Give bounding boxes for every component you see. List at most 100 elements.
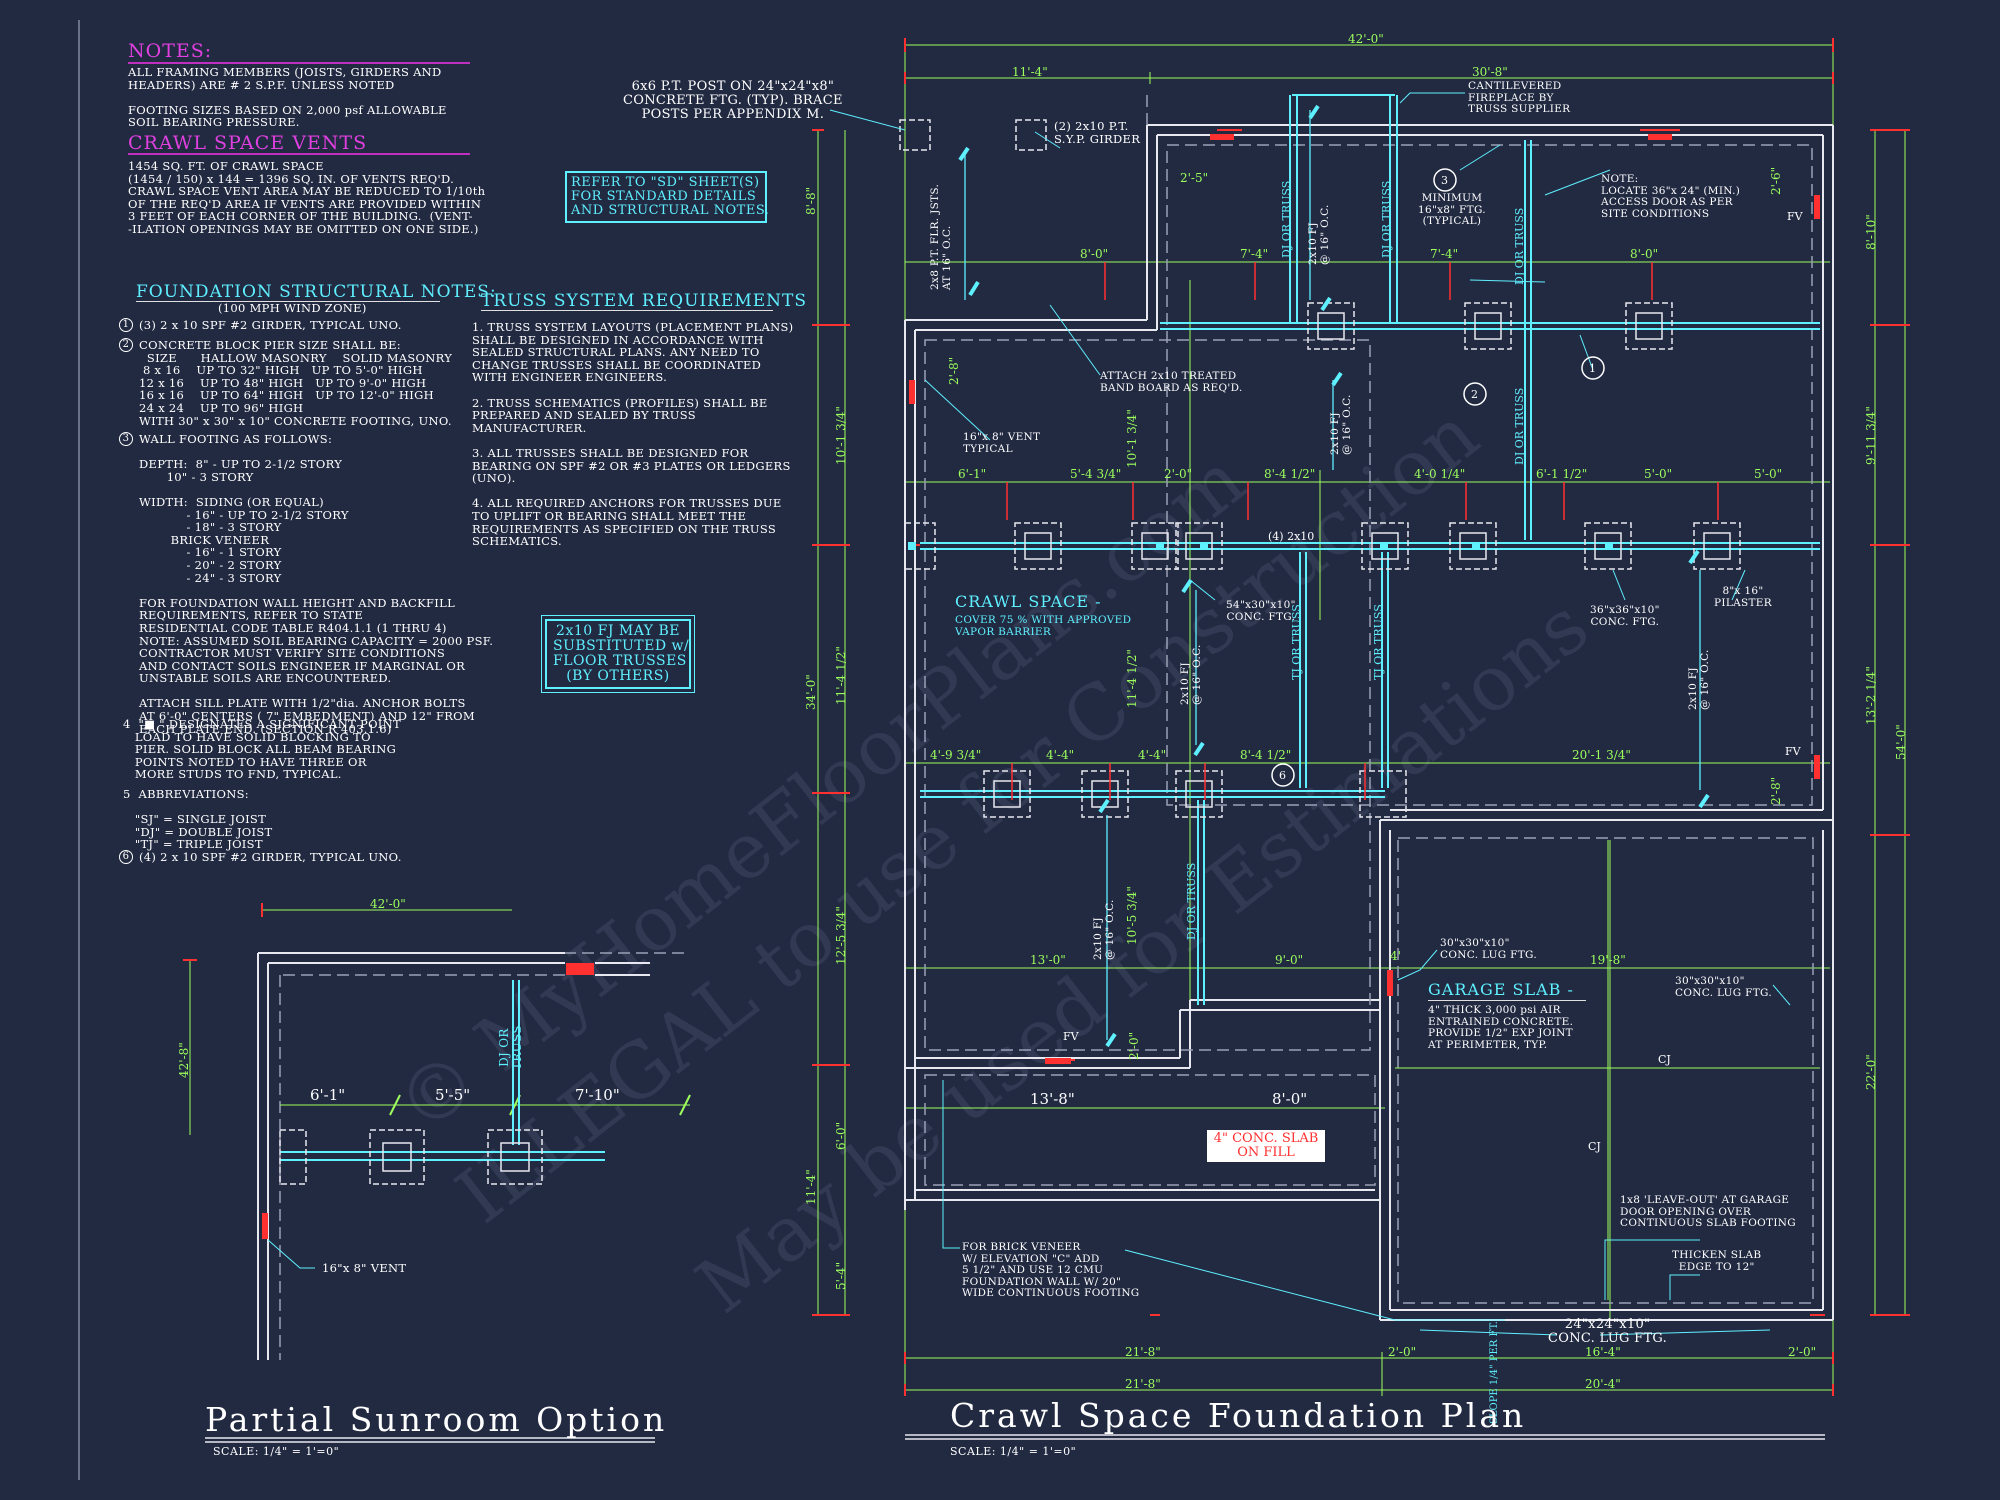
fj16-label-4: 2x10 FJ @ 16" O.C. [1687, 649, 1711, 710]
leave-out-note: 1x8 'LEAVE-OUT' AT GARAGE DOOR OPENING O… [1620, 1194, 1796, 1229]
dj-truss-label-1: DJ OR TRUSS [1280, 181, 1293, 258]
sheet-border [78, 20, 80, 1480]
dim-top-left: 11'-4" [1012, 65, 1048, 79]
garage-slab-underline [1428, 1000, 1586, 1001]
row-markers [1006, 262, 1719, 800]
dj-truss-label-4: DJ OR TRUSS [1513, 388, 1526, 465]
foundation-note-1-num: 1 [119, 318, 133, 332]
girder-label: (2) 2x10 P.T. S.Y.P. GIRDER [1054, 119, 1141, 146]
tag-3: 3 [1441, 174, 1448, 187]
fj16-label-1: 2x10 FJ @ 16" O.C. [1307, 204, 1331, 265]
dim-row3-4: 20'-1 3/4" [1572, 748, 1631, 762]
vents-heading: CRAWL SPACE VENTS [128, 132, 368, 154]
dj-truss-label-5: DJ OR TRUSS [1185, 863, 1198, 940]
dim-right-1: 9'-11 3/4" [1864, 406, 1878, 465]
dim-row2-7: 5'-0" [1754, 467, 1782, 481]
tj-truss-label-1: TJ OR TRUSS [1290, 604, 1303, 680]
foundation-note-4: 4 "■ " DESIGNATES A SIGNIFICANT POINT LO… [123, 717, 401, 782]
joists-label: 2x8 P.T. FLR. JSTS. AT 16" O.C. [929, 183, 953, 290]
garage-slab-title: GARAGE SLAB - [1428, 980, 1574, 999]
dim-right-2: 13'-2 1/4" [1864, 666, 1878, 725]
dim-bottom-0: 21'-8" [1125, 1345, 1161, 1359]
dj-truss-label-3: DJ OR TRUSS [1513, 208, 1526, 285]
dim-top-right: 30'-8" [1472, 65, 1508, 79]
dim-right-4: 22'-0" [1864, 1054, 1878, 1090]
plan-scale: SCALE: 1/4" = 1'=0" [950, 1445, 1077, 1458]
fv-label-3: FV [1063, 1030, 1080, 1043]
dim-right-3: 54'-0" [1894, 724, 1908, 760]
sunroom-scale: SCALE: 1/4" = 1'=0" [213, 1445, 340, 1458]
foundation-note-2: CONCRETE BLOCK PIER SIZE SHALL BE: SIZE … [139, 338, 453, 428]
plan-title: Crawl Space Foundation Plan [950, 1396, 1527, 1435]
sunroom-dim-2: 5'-5" [435, 1086, 470, 1104]
fv-label-1: FV [1787, 210, 1804, 223]
lug-ftg-label-b: 30"x30"x10" CONC. LUG FTG. [1675, 975, 1772, 999]
vents-underline [128, 153, 470, 155]
dim-row2-6: 5'-0" [1644, 467, 1672, 481]
sunroom-dim-0: 42'-0" [370, 897, 406, 911]
dim-inner-5: 4' [1390, 949, 1401, 963]
foundation-note-5: 5 ABBREVIATIONS: "SJ" = SINGLE JOIST "DJ… [123, 787, 273, 852]
cj-label-1: CJ [1658, 1053, 1671, 1066]
tag-6: 6 [1279, 769, 1286, 782]
piers [899, 119, 1741, 818]
band-board-label: ATTACH 2x10 TREATED BAND BOARD AS REQ'D. [1100, 370, 1243, 394]
detail-tags [1271, 168, 1605, 787]
pilaster-label: 8"x 16" PILASTER [1714, 585, 1772, 609]
dim-inner-3: 2'-8" [947, 357, 961, 385]
dim-row1-1: 7'-4" [1240, 247, 1268, 261]
dim-left-5: 11'-4" [804, 1169, 818, 1205]
sunroom-drawing [183, 903, 691, 1360]
dim-row2-0: 6'-1" [958, 467, 986, 481]
truss-heading: TRUSS SYSTEM REQUIREMENTS [481, 291, 808, 311]
dim-row4-2: 19'-8" [1590, 953, 1626, 967]
plan-dimension-lines [817, 40, 1906, 1396]
foundation-walls [904, 124, 1834, 1321]
joist-arrow-heads [958, 104, 1710, 1048]
dim-right-6: 2'-8" [1769, 777, 1783, 805]
ftg-36-label: 36"x36"x10" CONC. FTG. [1590, 604, 1660, 628]
fj16-label-5: 2x10 FJ @ 16" O.C. [1092, 899, 1116, 960]
dim-row1-0: 8'-0" [1080, 247, 1108, 261]
dim-row4-1: 9'-0" [1275, 953, 1303, 967]
garage-control-joints [1395, 840, 1820, 1300]
dim-row2-3: 8'-4 1/2" [1264, 467, 1315, 481]
dim-row3-1: 4'-4" [1046, 748, 1074, 762]
fireplace-label: CANTILEVERED FIREPLACE BY TRUSS SUPPLIER [1468, 80, 1571, 115]
foundation-heading: FOUNDATION STRUCTURAL NOTES: [136, 282, 497, 302]
dim-row2-5: 6'-1 1/2" [1536, 467, 1587, 481]
dim-row2-1: 5'-4 3/4" [1070, 467, 1121, 481]
notes-text: ALL FRAMING MEMBERS (JOISTS, GIRDERS AND… [128, 65, 447, 130]
foundation-note-3-num: 3 [119, 432, 133, 446]
dim-row5-1: 8'-0" [1272, 1090, 1307, 1108]
foundation-underline [136, 301, 440, 302]
foundation-note-6: (4) 2 x 10 SPF #2 GIRDER, TYPICAL UNO. [139, 850, 402, 864]
dim-inner-4: 2'-0" [1127, 1032, 1141, 1060]
truss-text: 1. TRUSS SYSTEM LAYOUTS (PLACEMENT PLANS… [472, 320, 794, 549]
dim-row3-3: 8'-4 1/2" [1240, 748, 1291, 762]
dim-top-overall: 42'-0" [1348, 32, 1384, 46]
dim-row1-4: 2'-5" [1180, 171, 1208, 185]
ftg-54-label: 54"x30"x10" CONC. FTG. [1226, 599, 1296, 623]
sunroom-dim-4: 42'-8" [177, 1042, 191, 1078]
dim-bottom-4: 21'-8" [1125, 1377, 1161, 1391]
joist-arrows [964, 110, 1701, 1040]
foundation-note-3: WALL FOOTING AS FOLLOWS: DEPTH: 8" - UP … [139, 432, 494, 736]
thicken-slab-note: THICKEN SLAB EDGE TO 12" [1672, 1249, 1762, 1273]
dim-row3-2: 4'-4" [1138, 748, 1166, 762]
point-load-markers [908, 542, 1613, 550]
sunroom-vent-label: 16"x 8" VENT [322, 1261, 407, 1275]
title-underlines [205, 1434, 1825, 1443]
access-note: NOTE: LOCATE 36"x 24" (MIN.) ACCESS DOOR… [1601, 173, 1741, 220]
dim-row2-2: 2'-0" [1164, 467, 1192, 481]
post-note: 6x6 P.T. POST ON 24"x24"x8" CONCRETE FTG… [623, 79, 843, 122]
dim-bottom-5: 20'-4" [1585, 1377, 1621, 1391]
notes-heading: NOTES: [128, 40, 213, 62]
sunroom-title: Partial Sunroom Option [205, 1400, 668, 1439]
foundation-dashed-footings [924, 95, 1814, 1304]
foundation-note-1: (3) 2 x 10 SPF #2 GIRDER, TYPICAL UNO. [139, 318, 402, 332]
dim-left-2: 11'-4 1/2" [834, 646, 848, 705]
dim-row2-4: 4'-0 1/4" [1414, 467, 1465, 481]
lug-ftg-label-a: 30"x30"x10" CONC. LUG FTG. [1440, 937, 1537, 961]
